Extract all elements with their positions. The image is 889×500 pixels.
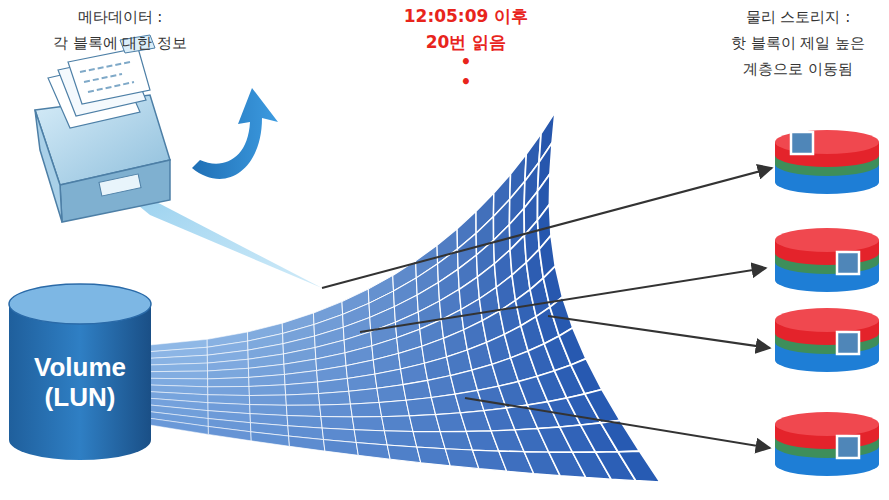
caption-label: 물리 스토리지 :	[746, 8, 851, 26]
storage-disk	[775, 130, 879, 194]
metadata-cabinet	[35, 35, 170, 222]
caption-label: 메타데이터 :	[78, 8, 163, 26]
grid-cell	[350, 402, 381, 416]
grid-cell	[377, 385, 406, 403]
grid-cell	[320, 404, 353, 417]
grid-cell	[319, 391, 351, 405]
grid-cell	[352, 417, 384, 431]
grid-cell	[208, 386, 250, 395]
tier-arrow	[465, 398, 770, 448]
grid-cell	[571, 359, 602, 394]
tier-arrows	[322, 168, 772, 448]
grid-cell	[150, 418, 208, 434]
grid-cell	[289, 436, 325, 451]
grid-cell	[249, 385, 286, 396]
volume-label: Volume (LUN)	[18, 353, 142, 413]
grid-cell	[251, 432, 290, 447]
grid-cell	[285, 382, 319, 395]
grid-cell	[379, 400, 409, 416]
grid-cell	[618, 451, 660, 482]
access-note: 20번 읽음	[426, 32, 507, 52]
grid-cell	[356, 443, 390, 460]
grid-cell	[323, 440, 358, 456]
grid-cell	[406, 397, 436, 415]
volume-cylinder: Volume (LUN)	[8, 282, 152, 462]
storage-disk	[775, 308, 879, 372]
tier-arrow	[322, 168, 772, 288]
access-note: •	[461, 52, 472, 72]
storage-tiers	[775, 130, 879, 476]
storage-disk	[775, 228, 879, 292]
storage-disk	[775, 412, 879, 476]
grid-cell	[150, 371, 208, 379]
grid-cell	[208, 377, 249, 386]
grid-cell	[249, 395, 286, 405]
access-note: •	[461, 72, 472, 92]
curved-arrow	[192, 88, 278, 179]
grid-cell	[559, 328, 586, 365]
caption-label: 핫 블록이 제일 높은	[731, 34, 865, 52]
access-note: 12:05:09 이후	[404, 6, 529, 26]
grid-cell	[349, 388, 379, 404]
grid-cell	[286, 394, 320, 406]
grid-cell	[286, 405, 321, 417]
grid-cell	[403, 380, 431, 400]
tier-arrow	[360, 268, 766, 332]
grid-cell	[150, 363, 208, 372]
grid-cell	[321, 417, 354, 430]
grid-cell	[387, 445, 421, 463]
grid-cell	[384, 431, 416, 447]
tier-arrow	[548, 316, 770, 348]
caption-label: 계층으로 이동됨	[743, 60, 853, 78]
grid-cell	[382, 416, 413, 432]
grid-cell	[409, 415, 440, 432]
grid-cell	[208, 426, 251, 440]
metadata-beam	[95, 170, 322, 288]
caption-label: 각 블록에 대한 정보	[53, 34, 187, 52]
grid-cell	[249, 374, 285, 386]
